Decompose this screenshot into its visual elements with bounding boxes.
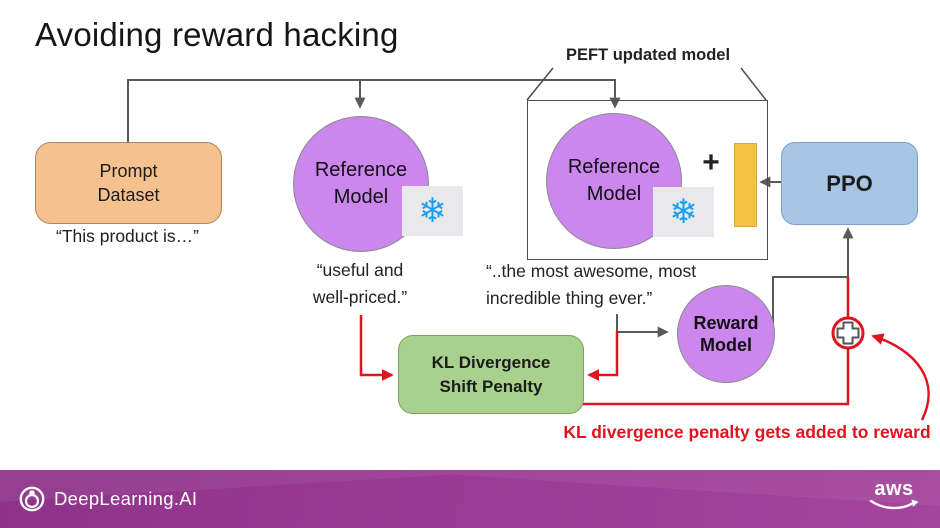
red-arrow-peft-completion-to-kl: [587, 331, 619, 381]
frozen-weights-badge: ❄: [402, 186, 463, 236]
add-icon: [831, 316, 865, 350]
peft-adapter-bar: [734, 143, 757, 227]
aws-logo: aws: [868, 479, 920, 512]
line-reward-to-junction: [772, 276, 848, 333]
peft-label-pointer-right: [740, 67, 767, 101]
reward-model-circle: Reward Model: [677, 285, 775, 383]
snowflake-icon: ❄: [418, 192, 447, 230]
prompt-dataset-box: Prompt Dataset: [35, 142, 222, 224]
deeplearning-ai-logo: DeepLearning.AI: [18, 470, 197, 528]
aws-smile-icon: [869, 499, 919, 510]
red-annotation-arrow: [871, 333, 930, 421]
arrow-prompt-to-peft-model: [127, 79, 621, 142]
kl-annotation-text: KL divergence penalty gets added to rewa…: [563, 422, 931, 442]
footer-bar: DeepLearning.AI aws: [0, 470, 940, 528]
red-arrow-ref-completion-to-kl: [359, 315, 394, 381]
kl-divergence-penalty-box: KL Divergence Shift Penalty: [398, 335, 584, 414]
reference-model-completion-quote: “useful and well-priced.”: [312, 260, 408, 307]
prompt-quote: “This product is…”: [56, 226, 199, 246]
brand-name: DeepLearning.AI: [54, 488, 198, 509]
ppo-box: PPO: [781, 142, 918, 225]
peft-model-completion-quote: “..the most awesome, most incredible thi…: [486, 261, 697, 308]
peft-updated-model-label: PEFT updated model: [565, 46, 731, 64]
peft-updated-model-box: [527, 100, 768, 260]
deeplearning-rings-icon: [19, 486, 45, 512]
frozen-weights-badge: ❄: [653, 187, 714, 237]
diagram-connectors: [127, 67, 930, 421]
plus-adapter-sign: +: [702, 146, 720, 179]
peft-label-pointer-left: [526, 67, 554, 101]
aws-wordmark: aws: [874, 478, 914, 500]
arrow-completion-to-reward-model: [616, 314, 669, 338]
snowflake-icon: ❄: [669, 193, 698, 231]
slide-title: Avoiding reward hacking: [35, 16, 399, 53]
